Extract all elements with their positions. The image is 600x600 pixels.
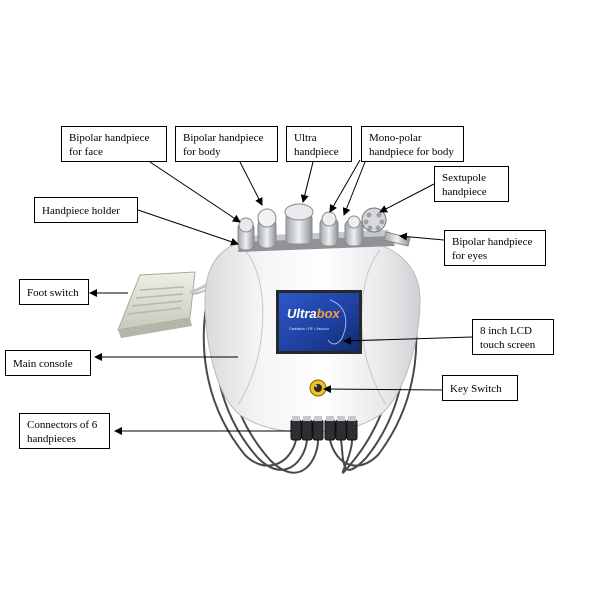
- key-switch[interactable]: [309, 379, 327, 397]
- arrow-mono-a: [329, 159, 361, 213]
- screen-brand-ultra: Ultra: [287, 306, 317, 321]
- label-foot-switch: Foot switch: [19, 279, 89, 305]
- label-key-switch: Key Switch: [442, 375, 518, 401]
- screen-brand-box: box: [317, 306, 341, 321]
- handpieces-group: [237, 203, 411, 251]
- label-main-console: Main console: [5, 350, 91, 376]
- label-lcd-screen: 8 inch LCD touch screen: [472, 319, 554, 355]
- arrow-sextupole: [379, 183, 435, 213]
- label-connectors: Connectors of 6 handpieces: [19, 413, 110, 449]
- lcd-screen[interactable]: Ultrabox Cavitation • RF • Vacuum: [276, 290, 362, 354]
- label-handpiece-holder: Handpiece holder: [34, 197, 138, 223]
- handpiece-connectors: [290, 419, 358, 441]
- arrow-bipolar-body: [239, 161, 263, 206]
- arrow-bipolar-face: [149, 161, 241, 223]
- arrow-key: [323, 385, 443, 394]
- screen-tagline: Cavitation • RF • Vacuum: [289, 327, 329, 331]
- foot-switch-pedal: [117, 271, 211, 338]
- arrow-ultra: [300, 161, 314, 203]
- label-sextupole: Sextupole handpiece: [434, 166, 509, 202]
- arrow-holder: [137, 209, 239, 246]
- label-bipolar-body: Bipolar handpiece for body: [175, 126, 278, 162]
- label-monopolar-body: Mono-polar handpiece for body: [361, 126, 464, 162]
- arrow-lcd: [343, 336, 473, 345]
- label-bipolar-face: Bipolar handpiece for face: [61, 126, 167, 162]
- svg-text:Ultrabox: Ultrabox: [287, 306, 341, 321]
- arrow-mono-b: [342, 161, 366, 216]
- arrow-eyes: [399, 232, 445, 241]
- label-ultra-handpiece: Ultra handpiece: [286, 126, 352, 162]
- callout-arrows: [89, 159, 473, 435]
- label-bipolar-eyes: Bipolar handpiece for eyes: [444, 230, 546, 266]
